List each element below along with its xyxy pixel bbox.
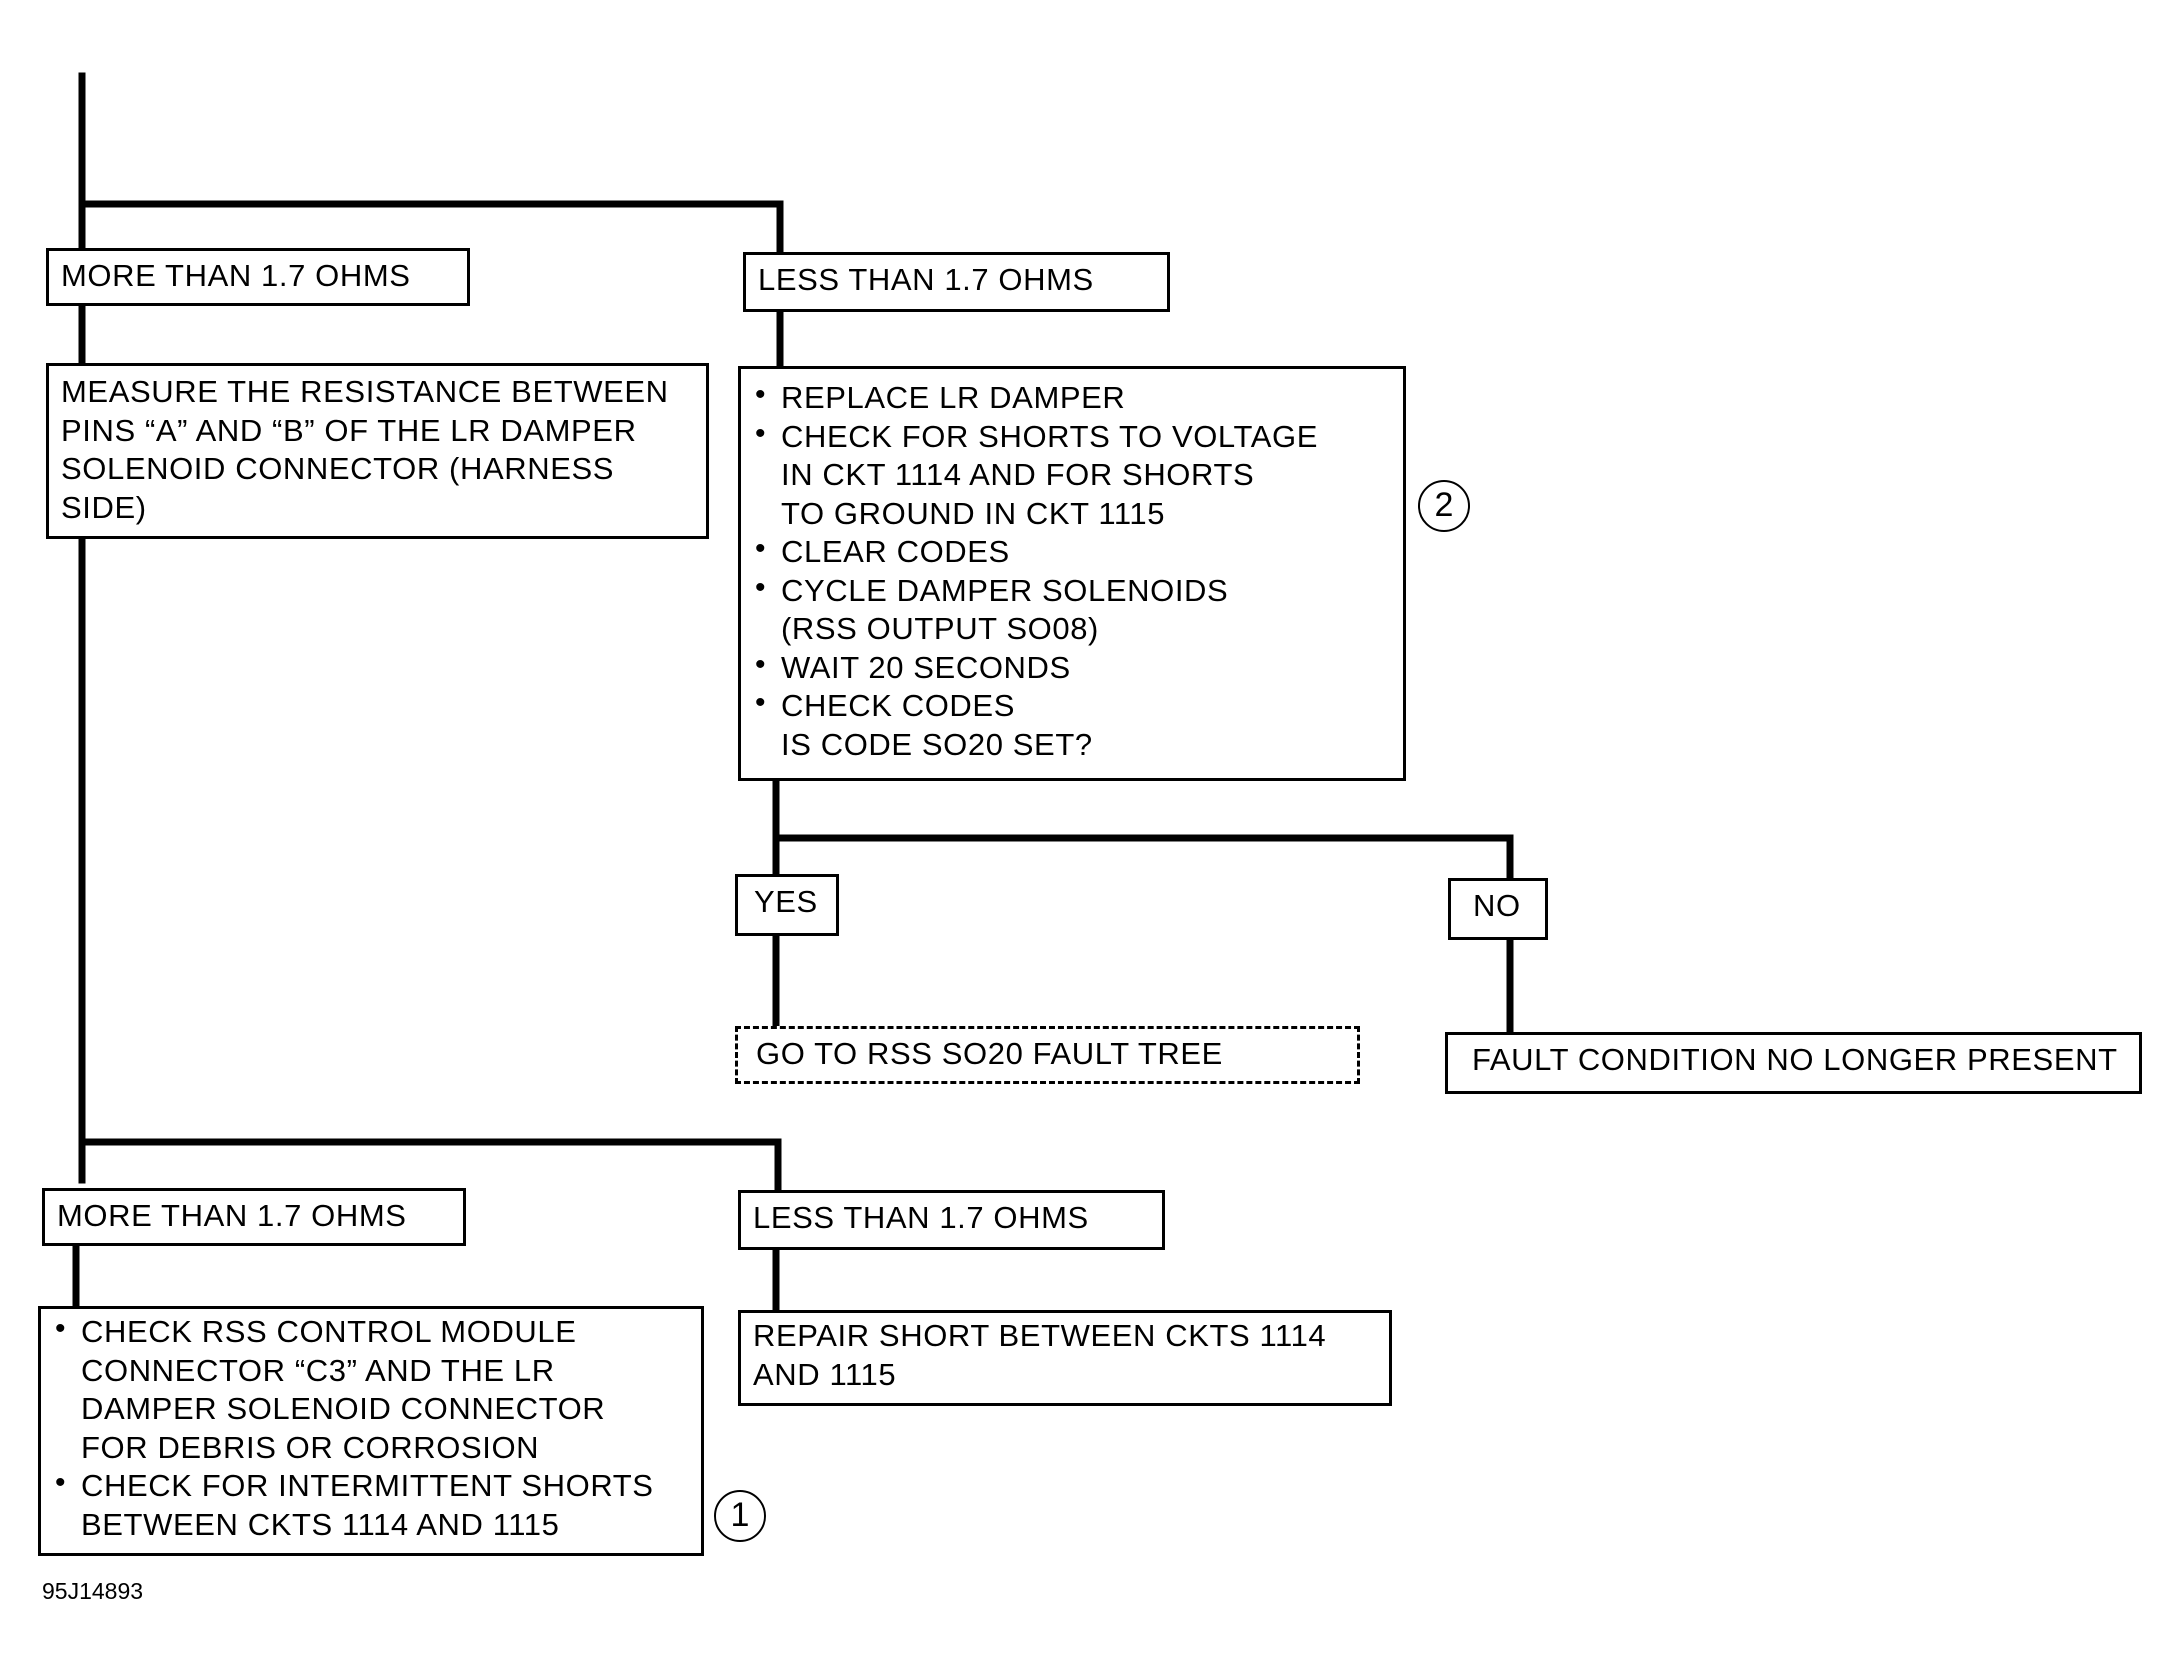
check-step-1-line-2: CONNECTOR “C3” AND THE LR	[81, 1352, 555, 1388]
measure-line-1: MEASURE THE RESISTANCE BETWEEN	[61, 374, 669, 409]
replace-step-4-line-2: (RSS OUTPUT SO08)	[781, 611, 1099, 646]
bottom-more-than-text: MORE THAN 1.7 OHMS	[57, 1198, 407, 1233]
replace-step-1-line-1: REPLACE LR DAMPER	[781, 380, 1126, 415]
replace-step-6-line-1: CHECK CODES	[781, 688, 1015, 723]
replace-damper-steps: REPLACE LR DAMPER CHECK FOR SHORTS TO VO…	[755, 376, 1391, 764]
check-step-1: CHECK RSS CONTROL MODULE CONNECTOR “C3” …	[55, 1310, 689, 1467]
replace-step-2-line-2: IN CKT 1114 AND FOR SHORTS	[781, 457, 1255, 492]
replace-step-5: WAIT 20 SECONDS	[755, 646, 1391, 688]
check-step-1-line-3: DAMPER SOLENOID CONNECTOR	[81, 1391, 606, 1426]
repair-line-2: AND 1115	[753, 1356, 897, 1392]
check-step-2-line-1: CHECK FOR INTERMITTENT SHORTS	[81, 1468, 654, 1503]
go-to-fault-tree-text: GO TO RSS SO20 FAULT TREE	[756, 1036, 1223, 1071]
replace-step-1: REPLACE LR DAMPER	[755, 376, 1391, 418]
measure-line-3: SOLENOID CONNECTOR (HARNESS	[61, 451, 615, 486]
yes-text: YES	[754, 884, 818, 919]
measure-line-4: SIDE)	[61, 489, 147, 525]
replace-step-4-line-1: CYCLE DAMPER SOLENOIDS	[781, 572, 1229, 608]
callout-1: 1	[714, 1490, 766, 1542]
no-text: NO	[1473, 888, 1521, 923]
check-step-2-line-2: BETWEEN CKTS 1114 AND 1115	[81, 1506, 560, 1542]
replace-damper-box: REPLACE LR DAMPER CHECK FOR SHORTS TO VO…	[738, 366, 1406, 781]
check-step-1-line-4: FOR DEBRIS OR CORROSION	[81, 1429, 540, 1465]
top-more-than-text: MORE THAN 1.7 OHMS	[61, 258, 411, 293]
measure-resistance-box: MEASURE THE RESISTANCE BETWEEN PINS “A” …	[46, 363, 709, 539]
fault-no-longer-present-text: FAULT CONDITION NO LONGER PRESENT	[1472, 1042, 2118, 1077]
replace-step-3-line-1: CLEAR CODES	[781, 534, 1010, 569]
replace-step-6-line-2: IS CODE SO20 SET?	[781, 726, 1093, 762]
figure-id: 95J14893	[42, 1578, 144, 1604]
yes-label: YES	[735, 874, 839, 936]
top-less-than-label: LESS THAN 1.7 OHMS	[743, 252, 1170, 312]
bottom-less-than-text: LESS THAN 1.7 OHMS	[753, 1200, 1089, 1235]
check-step-1-line-1: CHECK RSS CONTROL MODULE	[81, 1314, 577, 1349]
top-more-than-label: MORE THAN 1.7 OHMS	[46, 248, 470, 306]
replace-step-2-line-3: TO GROUND IN CKT 1115	[781, 495, 1166, 531]
measure-line-2: PINS “A” AND “B” OF THE LR DAMPER	[61, 412, 637, 448]
top-less-than-text: LESS THAN 1.7 OHMS	[758, 262, 1094, 297]
bottom-less-than-label: LESS THAN 1.7 OHMS	[738, 1190, 1165, 1250]
repair-short-box: REPAIR SHORT BETWEEN CKTS 1114 AND 1115	[738, 1310, 1392, 1406]
fault-no-longer-present-box: FAULT CONDITION NO LONGER PRESENT	[1445, 1032, 2142, 1094]
repair-line-1: REPAIR SHORT BETWEEN CKTS 1114	[753, 1318, 1327, 1353]
check-step-2: CHECK FOR INTERMITTENT SHORTS BETWEEN CK…	[55, 1464, 689, 1544]
callout-2: 2	[1418, 480, 1470, 532]
replace-step-2-line-1: CHECK FOR SHORTS TO VOLTAGE	[781, 418, 1318, 454]
check-connector-box: CHECK RSS CONTROL MODULE CONNECTOR “C3” …	[38, 1306, 704, 1556]
go-to-fault-tree-box: GO TO RSS SO20 FAULT TREE	[735, 1026, 1360, 1084]
replace-step-5-line-1: WAIT 20 SECONDS	[781, 649, 1071, 685]
replace-step-4: CYCLE DAMPER SOLENOIDS (RSS OUTPUT SO08)	[755, 569, 1391, 649]
no-label: NO	[1448, 878, 1548, 940]
replace-step-6: CHECK CODES IS CODE SO20 SET?	[755, 684, 1391, 764]
bottom-more-than-label: MORE THAN 1.7 OHMS	[42, 1188, 466, 1246]
replace-step-3: CLEAR CODES	[755, 530, 1391, 572]
check-connector-steps: CHECK RSS CONTROL MODULE CONNECTOR “C3” …	[55, 1310, 689, 1544]
replace-step-2: CHECK FOR SHORTS TO VOLTAGE IN CKT 1114 …	[755, 415, 1391, 534]
